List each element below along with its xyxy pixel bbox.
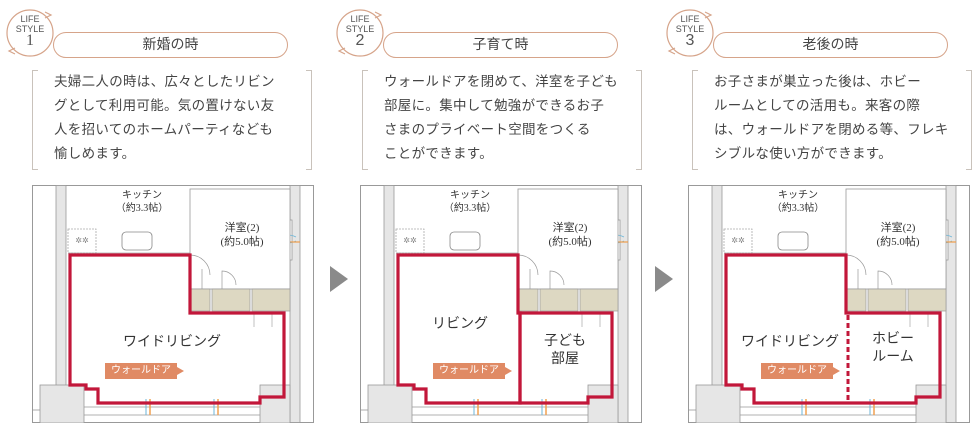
- bracket-left: [692, 70, 698, 170]
- description-text: 夫婦二人の時は、広々としたリビン グとして利用可能。気の置けない友 人を招いての…: [54, 70, 294, 166]
- kitchen-name: キッチン: [450, 190, 490, 201]
- svg-text:✲✲: ✲✲: [75, 236, 89, 245]
- floor-plan-2: ✲✲ キッチン （約3.3帖） 洋室(2) (約5.0帖) リビング 子ども 部…: [360, 185, 642, 424]
- description-line: 人を招いてのホームパーティなども: [54, 122, 274, 138]
- bracket-right: [636, 70, 642, 170]
- floor-plan-drawing: ✲✲: [688, 185, 970, 424]
- bracket-left: [362, 70, 368, 170]
- badge-style: STYLE: [345, 24, 375, 34]
- description-line: は、ウォールドアを閉める等、フレキ: [714, 122, 949, 138]
- floor-plan-drawing: ✲✲: [360, 185, 642, 424]
- circular-arrows-icon: [6, 9, 54, 57]
- kitchen-size: （約3.3帖）: [115, 203, 169, 214]
- western-room-name: 洋室(2): [224, 222, 260, 234]
- description-box: 夫婦二人の時は、広々としたリビン グとして利用可能。気の置けない友 人を招いての…: [32, 70, 312, 170]
- badge-life: LIFE: [350, 14, 370, 24]
- description-line: 夫婦二人の時は、広々としたリビン: [54, 74, 275, 90]
- kitchen-size: （約3.3帖）: [771, 203, 825, 214]
- kitchen-label: キッチン （約3.3帖）: [430, 189, 510, 215]
- badge-style: STYLE: [15, 24, 45, 34]
- western-room-name: 洋室(2): [880, 222, 916, 234]
- sub-room-line: ルーム: [872, 350, 914, 365]
- western-room-label: 洋室(2) (約5.0帖): [858, 221, 938, 249]
- badge-life: LIFE: [20, 14, 40, 24]
- badge-number: 1: [26, 32, 34, 49]
- sub-room-line: ホビー: [872, 332, 914, 347]
- svg-text:✲✲: ✲✲: [403, 236, 417, 245]
- description-line: ウォールドアを閉めて、洋室を子ども: [384, 74, 618, 90]
- panel-title: 老後の時: [713, 32, 948, 58]
- description-line: 部屋に。集中して勉強ができるお子: [384, 98, 605, 114]
- description-line: ルームとしての活用も。来客の際: [714, 98, 921, 114]
- sub-room-label: ホビー ルーム: [853, 331, 933, 367]
- floor-plan-drawing: ✲✲: [32, 185, 314, 424]
- bracket-right: [306, 70, 312, 170]
- description-text: お子さまが巣立った後は、ホビー ルームとしての活用も。来客の際 は、ウォールドア…: [714, 70, 954, 166]
- bracket-left: [32, 70, 38, 170]
- western-room-label: 洋室(2) (約5.0帖): [530, 221, 610, 249]
- next-arrow-icon: [330, 266, 348, 292]
- description-line: グとして利用可能。気の置けない友: [54, 98, 275, 114]
- badge-number: 3: [685, 32, 695, 49]
- sub-room-label: 子ども 部屋: [525, 333, 605, 369]
- circular-arrows-icon: [336, 9, 384, 57]
- badge-style: STYLE: [675, 24, 705, 34]
- circular-arrows-icon: [666, 9, 714, 57]
- western-room-size: (約5.0帖): [876, 236, 920, 248]
- wall-door-tag: ウォールドア: [761, 363, 840, 379]
- kitchen-label: キッチン （約3.3帖）: [102, 189, 182, 215]
- description-text: ウォールドアを閉めて、洋室を子ども 部屋に。集中して勉強ができるお子 さまのプラ…: [384, 70, 624, 166]
- svg-text:✲✲: ✲✲: [731, 236, 745, 245]
- bracket-right: [966, 70, 972, 170]
- panel-title: 子育て時: [383, 32, 618, 58]
- panel-title: 新婚の時: [53, 32, 288, 58]
- description-line: 愉しめます。: [54, 146, 136, 162]
- description-line: シブルな使い方ができます。: [714, 146, 893, 162]
- main-room-label: ワイドリビング: [123, 335, 221, 350]
- sub-room-line: 部屋: [551, 352, 579, 367]
- floor-plan-3: ✲✲ キッチン （約3.3帖） 洋室(2) (約5.0帖) ワイドリビング ホビ…: [688, 185, 970, 424]
- kitchen-name: キッチン: [778, 190, 818, 201]
- wall-door-tag: ウォールドア: [433, 363, 512, 379]
- main-room-label: ワイドリビング: [741, 335, 839, 350]
- main-room-label: リビング: [432, 317, 488, 332]
- sub-room-line: 子ども: [544, 334, 586, 349]
- kitchen-size: （約3.3帖）: [443, 203, 497, 214]
- description-box: ウォールドアを閉めて、洋室を子ども 部屋に。集中して勉強ができるお子 さまのプラ…: [362, 70, 642, 170]
- floor-plan-1: ✲✲ キッチン （約3.3帖） 洋室(2) (約5.0帖) ワイドリビング ウォ…: [32, 185, 314, 424]
- description-line: ことができます。: [384, 146, 494, 162]
- kitchen-name: キッチン: [122, 190, 162, 201]
- kitchen-label: キッチン （約3.3帖）: [758, 189, 838, 215]
- western-room-name: 洋室(2): [552, 222, 588, 234]
- badge-life: LIFE: [680, 14, 700, 24]
- badge-number: 2: [355, 32, 365, 49]
- description-line: お子さまが巣立った後は、ホビー: [714, 74, 921, 90]
- western-room-label: 洋室(2) (約5.0帖): [202, 221, 282, 249]
- western-room-size: (約5.0帖): [548, 236, 592, 248]
- wall-door-tag: ウォールドア: [105, 363, 184, 379]
- next-arrow-icon: [655, 266, 673, 292]
- description-line: さまのプライベート空間をつくる: [384, 122, 591, 138]
- western-room-size: (約5.0帖): [220, 236, 264, 248]
- description-box: お子さまが巣立った後は、ホビー ルームとしての活用も。来客の際 は、ウォールドア…: [692, 70, 972, 170]
